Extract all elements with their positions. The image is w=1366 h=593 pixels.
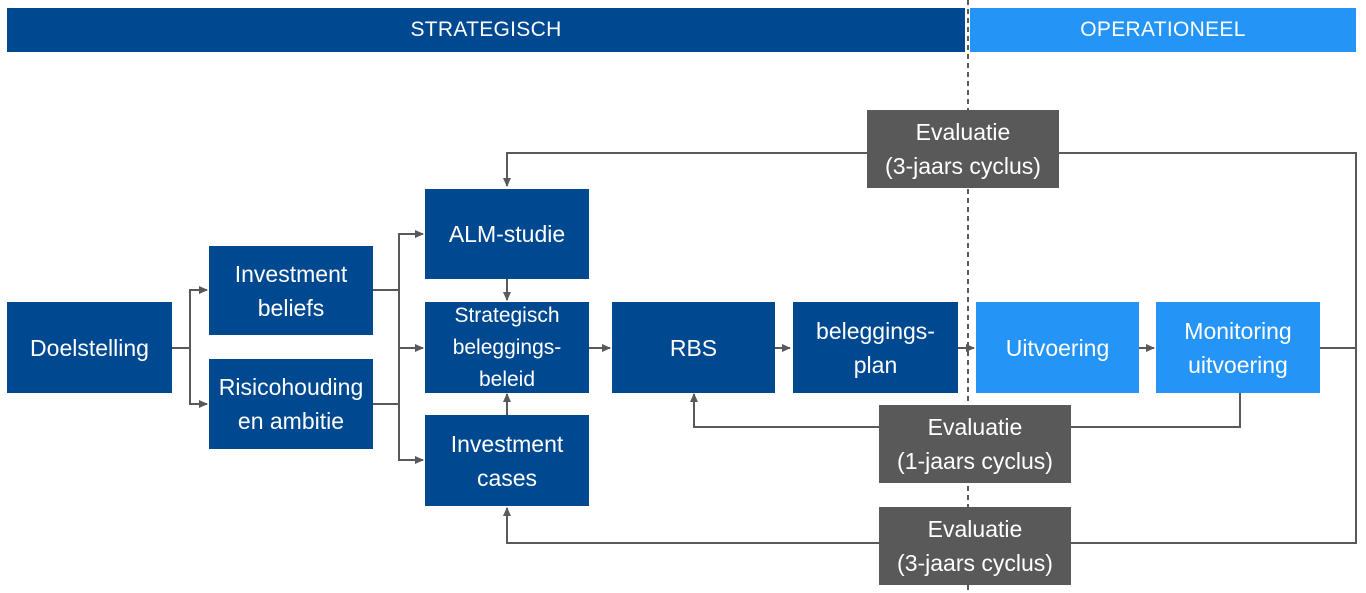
arrow-beliefs-merge [373,289,400,405]
evaluation-bottom-3yr: Evaluatie(3-jaars cyclus) [879,507,1071,585]
strategic-header: STRATEGISCH [7,8,965,52]
evaluation-top-3yr: Evaluatie(3-jaars cyclus) [867,110,1059,188]
node-uitvoering: Uitvoering [976,302,1139,393]
node-beleggingsplan: beleggings-plan [793,302,958,393]
loop-top-3yr [503,152,1357,349]
arrow-doel-to-risico [189,348,208,408]
arrow-to-alm [398,230,424,290]
arrow-to-cases [398,404,424,464]
arrow-doel-to-beliefs [172,286,208,349]
node-alm-studie: ALM-studie [425,189,589,279]
operational-header: OPERATIONEEL [970,8,1356,52]
node-rbs: RBS [612,302,775,393]
evaluation-middle-1yr: Evaluatie(1-jaars cyclus) [879,405,1071,483]
node-doelstelling: Doelstelling [7,302,172,393]
